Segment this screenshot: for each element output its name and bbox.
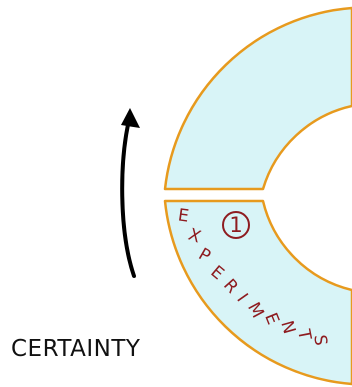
- stage-number-circle: [222, 211, 250, 239]
- experiments-label-letter: E: [177, 205, 191, 226]
- certainty-arrow-shaft: [120, 114, 136, 278]
- experiments-ring-segment: [163, 199, 352, 386]
- certainty-arrow-head: [121, 108, 140, 128]
- experiments-label-letter: S: [309, 334, 330, 347]
- experiments-label-letter: N: [276, 319, 299, 337]
- certainty-label: CERTAINTY: [11, 336, 141, 362]
- stage-number: 1: [229, 213, 242, 237]
- experiments-label-letter: T: [293, 327, 315, 343]
- upper-ring-segment: [163, 6, 352, 191]
